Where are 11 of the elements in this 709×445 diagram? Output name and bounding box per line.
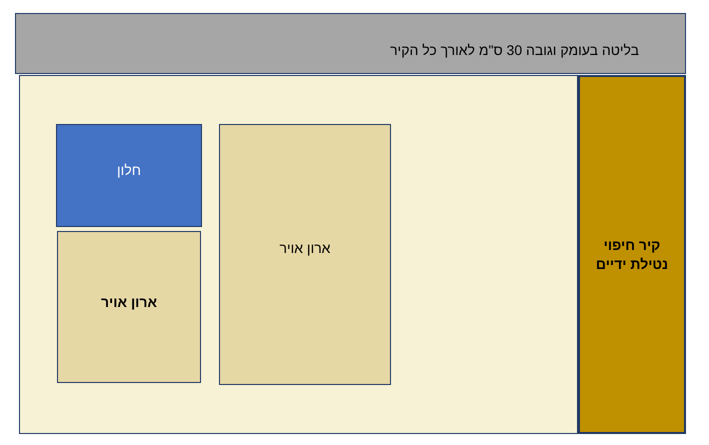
wall-area bbox=[19, 75, 578, 434]
tiled-wall bbox=[578, 75, 686, 434]
window-label: חלון bbox=[117, 161, 141, 180]
overhang-band bbox=[15, 13, 686, 74]
window-box bbox=[56, 124, 202, 227]
band-label: בליטה בעומק וגובה 30 ס"מ לאורך כל הקיר bbox=[390, 41, 639, 60]
closet-label: ארון אויר bbox=[100, 292, 158, 312]
closet-box bbox=[219, 124, 391, 385]
closet-label: ארון אויר bbox=[280, 239, 330, 258]
closet-box bbox=[57, 231, 201, 383]
wall-label: קיר חיפוי נטילת ידיים bbox=[594, 236, 670, 274]
